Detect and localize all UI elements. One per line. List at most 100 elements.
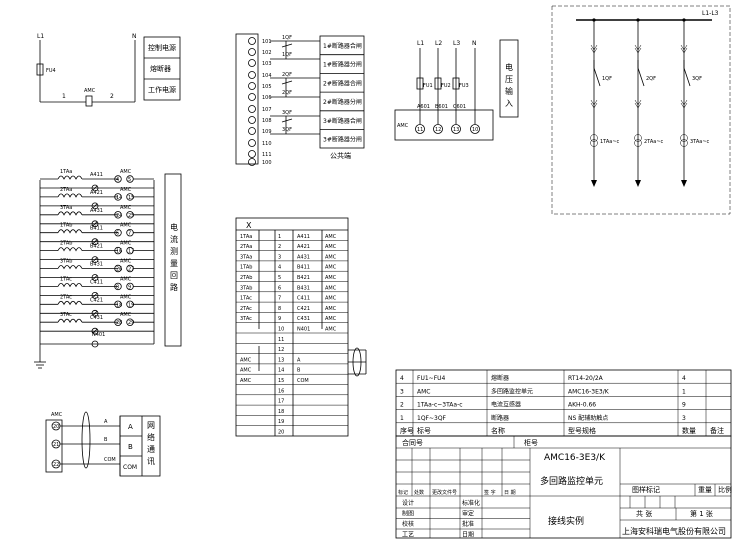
vertical-label-char: 输 <box>505 86 513 96</box>
parts-cell: FU1~FU4 <box>417 375 446 382</box>
terminal-number: 102 <box>262 50 272 56</box>
tt-target: AMC <box>325 327 337 333</box>
rev-header: 日 期 <box>504 490 516 496</box>
parts-cell: 1TAa-c~3TAa-c <box>417 402 463 409</box>
wire-label: A411 <box>90 172 103 178</box>
terminal-circle <box>451 124 461 134</box>
title-block: 标记处数更改文件号签 字日 期设计制图校核工艺标准化审定批准日期 合同号 柜号 … <box>395 435 732 539</box>
amc-power-box <box>85 95 93 107</box>
tt-wire: A431 <box>297 254 310 260</box>
wire-label: C601 <box>453 104 466 110</box>
sign-label: 工艺 <box>402 531 414 539</box>
rev-header: 标记 <box>398 489 408 496</box>
terminal-number: 10 <box>472 127 478 133</box>
tt-number: 12 <box>278 347 284 353</box>
terminal-number: 11 <box>417 127 423 133</box>
tt-number: 4 <box>278 265 281 271</box>
tt-target: AMC <box>325 316 337 322</box>
tt-number: 6 <box>278 285 281 291</box>
tt-number: 3 <box>278 254 281 260</box>
feeder-ct-label: 1TAa~c <box>600 139 620 145</box>
terminal-circle <box>248 150 256 158</box>
terminal-number: 15 <box>128 195 134 201</box>
terminal-number: 12 <box>435 127 441 133</box>
terminal-number: 29 <box>128 320 134 326</box>
voltage-input-section: AMC L111FU1A601L212FU2B601L313FU3C601N10… <box>394 39 519 141</box>
ct-label: 1TAa <box>60 169 72 175</box>
tt-number: 17 <box>278 399 284 405</box>
tt-wire: N401 <box>297 327 310 333</box>
tt-ct: 3TAc <box>240 316 252 322</box>
terminal-table-header: X <box>246 221 252 230</box>
comm-terminal: 20 <box>53 424 59 430</box>
switch-label: 3QF <box>282 127 292 133</box>
wire-label: A431 <box>90 208 103 214</box>
company-name: 上海安科瑞电气股份有限公司 <box>622 526 726 536</box>
parts-cell: 型号规格 <box>568 426 596 435</box>
terminal-number: 109 <box>262 129 272 135</box>
terminal-number: 27 <box>128 267 134 273</box>
sign-label: 校核 <box>402 520 414 528</box>
vertical-label-char: 电 <box>170 222 178 232</box>
parts-cell: AMC16-3E3/K <box>568 388 610 395</box>
tt-number: 1 <box>278 234 281 240</box>
tt-target: AMC <box>325 296 337 302</box>
terminal-circle <box>248 71 256 79</box>
tt-target: AMC <box>325 285 337 291</box>
terminal-circle <box>248 48 256 56</box>
tt-wire: B431 <box>297 285 310 291</box>
comm-amc-label: AMC <box>51 412 63 418</box>
tt-target: AMC <box>325 275 337 281</box>
tt-number: 11 <box>278 337 284 343</box>
parts-cell: 名称 <box>491 426 505 435</box>
terminal-circle <box>248 105 256 113</box>
vertical-label-char: 讯 <box>147 457 155 466</box>
parts-cell: 断路器 <box>491 414 509 422</box>
terminal-number: 5 <box>128 177 131 183</box>
parts-cell: 电流互感器 <box>491 401 521 409</box>
phase-label: L3 <box>453 40 460 47</box>
terminal-circle <box>248 93 256 101</box>
comm-a-label: A <box>128 423 133 431</box>
vertical-label-char: 压 <box>505 75 513 84</box>
wire-label: B601 <box>435 104 448 110</box>
fuse-symbol <box>36 63 44 76</box>
drawing-title: 接线实例 <box>548 515 584 527</box>
terminal-number: 110 <box>262 141 272 147</box>
parts-cell: 1 <box>400 415 404 422</box>
scale-label: 比例 <box>718 485 732 494</box>
vertical-label-char: 量 <box>170 259 178 268</box>
tt-number: 5 <box>278 275 281 281</box>
amc-label: AMC <box>120 187 132 193</box>
approve-label: 审定 <box>462 510 474 518</box>
tt-ct: 1TAc <box>240 296 252 302</box>
vertical-label-char: 络 <box>147 432 155 442</box>
terminal-number: 16 <box>116 249 122 255</box>
phase-label: L2 <box>435 40 442 47</box>
tt-number: 9 <box>278 316 281 322</box>
wire-label: C431 <box>90 315 103 321</box>
tt-number: 10 <box>278 327 284 333</box>
label-control-power: 控制电源 <box>148 43 176 52</box>
vertical-label-char: 电 <box>505 62 513 72</box>
tt-wire: B421 <box>297 275 310 281</box>
tt-ct: 2TAa <box>240 244 252 250</box>
tt-number: 20 <box>278 430 284 436</box>
contract-no-label: 合同号 <box>402 438 423 447</box>
amc-label: AMC <box>120 223 132 229</box>
parts-cell: NS 配辅助触点 <box>568 414 608 422</box>
fuse-label: FU2 <box>441 83 451 89</box>
terminal-number: 6 <box>116 231 119 237</box>
amc-label: AMC <box>120 169 132 175</box>
parts-cell: AMC <box>417 388 430 395</box>
ctrl-l-label: L1 <box>37 33 44 40</box>
tt-wire: C421 <box>297 306 310 312</box>
rev-header: 处数 <box>414 489 424 496</box>
switch-label: 2QF <box>282 72 292 78</box>
wire-label: A421 <box>90 190 103 196</box>
vi-amc-label: AMC <box>397 123 409 129</box>
ctrl-n-label: N <box>132 33 137 40</box>
